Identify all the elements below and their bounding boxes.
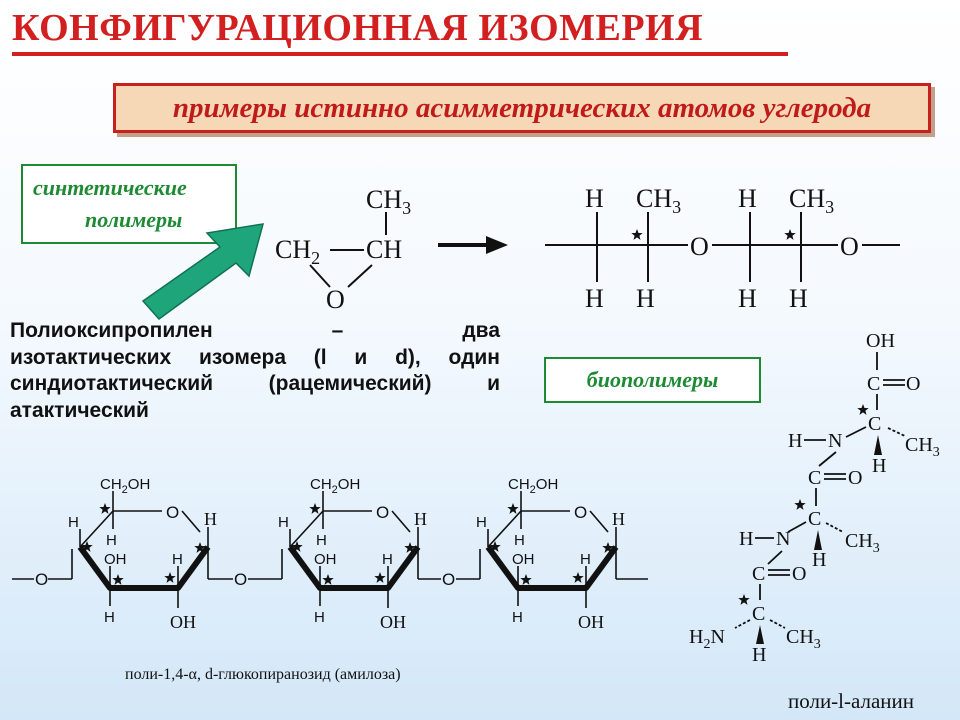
svg-text:OH: OH: [170, 612, 196, 632]
svg-text:H: H: [172, 551, 183, 568]
svg-text:H: H: [585, 284, 604, 313]
polyalanine-caption: поли-l-аланин: [788, 689, 915, 713]
svg-text:CH2OH: CH2OH: [508, 476, 558, 496]
svg-text:CH3: CH3: [636, 184, 681, 217]
svg-text:O: O: [35, 570, 48, 589]
svg-text:CH2OH: CH2OH: [100, 476, 150, 496]
svg-text:H: H: [314, 609, 325, 626]
svg-text:H: H: [104, 609, 115, 626]
svg-text:H: H: [636, 284, 655, 313]
examples-banner: примеры истинно асимметрических атомов у…: [113, 83, 931, 133]
svg-text:OH: OH: [578, 612, 604, 632]
svg-text:N: N: [828, 430, 842, 452]
svg-text:H: H: [316, 532, 327, 549]
svg-text:H: H: [612, 509, 625, 529]
svg-text:H: H: [514, 532, 525, 549]
svg-text:O: O: [574, 503, 587, 522]
banner-text: примеры истинно асимметрических атомов у…: [172, 92, 872, 124]
svg-text:H: H: [580, 551, 591, 568]
svg-text:OH: OH: [512, 551, 535, 568]
svg-text:N: N: [776, 528, 790, 550]
svg-text:CH: CH: [366, 235, 402, 264]
svg-text:H: H: [812, 549, 826, 571]
svg-text:CH3: CH3: [366, 185, 411, 218]
svg-text:H: H: [512, 609, 523, 626]
amylose-structure: O O CH2OH H H OH H H OH H: [12, 476, 648, 632]
svg-text:O: O: [376, 503, 389, 522]
svg-text:CH3: CH3: [845, 530, 880, 556]
svg-text:H: H: [752, 644, 766, 666]
svg-text:O: O: [326, 285, 345, 314]
svg-text:C: C: [808, 467, 821, 489]
title-underline: [12, 52, 788, 56]
synthetic-line1: синтетические: [33, 175, 187, 200]
svg-text:OH: OH: [314, 551, 337, 568]
description-line: изотактических изомера (l и d), один: [10, 345, 500, 369]
svg-text:H: H: [278, 514, 289, 531]
svg-text:OH: OH: [104, 551, 127, 568]
svg-text:H: H: [414, 509, 427, 529]
description-line: Полиоксипропилен – два: [10, 319, 500, 342]
polyalanine-structure: OH C O C H N CH3 H C O C H N CH3 H C: [689, 330, 940, 666]
svg-text:C: C: [752, 563, 765, 585]
svg-text:O: O: [442, 570, 455, 589]
svg-text:O: O: [848, 467, 862, 489]
svg-text:CH3: CH3: [789, 184, 834, 217]
svg-text:C: C: [867, 373, 880, 395]
svg-text:H: H: [872, 455, 886, 477]
glucose-ring-2: O CH2OH H H OH H H OH H: [278, 476, 427, 632]
reaction-arrow-icon: [438, 236, 508, 254]
svg-text:C: C: [808, 508, 821, 530]
svg-text:OH: OH: [866, 330, 895, 352]
svg-text:H: H: [788, 430, 802, 452]
svg-text:H: H: [739, 528, 753, 550]
svg-text:H2N: H2N: [689, 626, 725, 652]
svg-text:H: H: [738, 284, 757, 313]
page-title: КОНФИГУРАЦИОННАЯ ИЗОМЕРИЯ: [12, 7, 704, 49]
glucose-ring-1: O CH2OH H H OH H H OH H: [68, 476, 217, 632]
svg-text:CH3: CH3: [786, 626, 821, 652]
svg-text:O: O: [234, 570, 247, 589]
description-line: синдиотактический (рацемический) и: [10, 372, 500, 395]
propylene-oxide-structure: CH3 CH2 CH O: [275, 185, 411, 314]
synthetic-line2: полимеры: [85, 207, 183, 232]
svg-text:O: O: [166, 503, 179, 522]
biopolymers-label: биополимеры: [544, 357, 761, 403]
green-arrow-icon: [141, 223, 265, 321]
svg-text:O: O: [906, 373, 920, 395]
svg-text:O: O: [690, 232, 709, 261]
glucose-ring-3: O CH2OH H H OH H H OH H: [476, 476, 625, 632]
svg-text:H: H: [476, 514, 487, 531]
svg-text:H: H: [738, 184, 757, 213]
synthetic-polymers-label: синтетические полимеры: [21, 164, 237, 244]
amylose-caption: поли-1,4-α, d-глюкопиранозид (амилоза): [125, 666, 401, 683]
svg-text:CH3: CH3: [905, 434, 940, 460]
svg-text:H: H: [789, 284, 808, 313]
svg-text:H: H: [106, 532, 117, 549]
svg-text:H: H: [585, 184, 604, 213]
polyoxypropylene-structure: O O H H CH3 H H H CH3 H: [545, 184, 900, 313]
svg-text:OH: OH: [380, 612, 406, 632]
svg-text:CH2: CH2: [275, 235, 320, 268]
svg-text:H: H: [382, 551, 393, 568]
polyoxypropylene-description: Полиоксипропилен – два изотактических из…: [10, 318, 500, 424]
svg-text:C: C: [868, 413, 881, 435]
svg-text:H: H: [68, 514, 79, 531]
svg-text:CH2OH: CH2OH: [310, 476, 360, 496]
svg-text:C: C: [752, 603, 765, 625]
description-line: атактический: [10, 398, 149, 422]
svg-text:O: O: [792, 563, 806, 585]
svg-text:O: O: [840, 232, 859, 261]
svg-text:H: H: [204, 509, 217, 529]
